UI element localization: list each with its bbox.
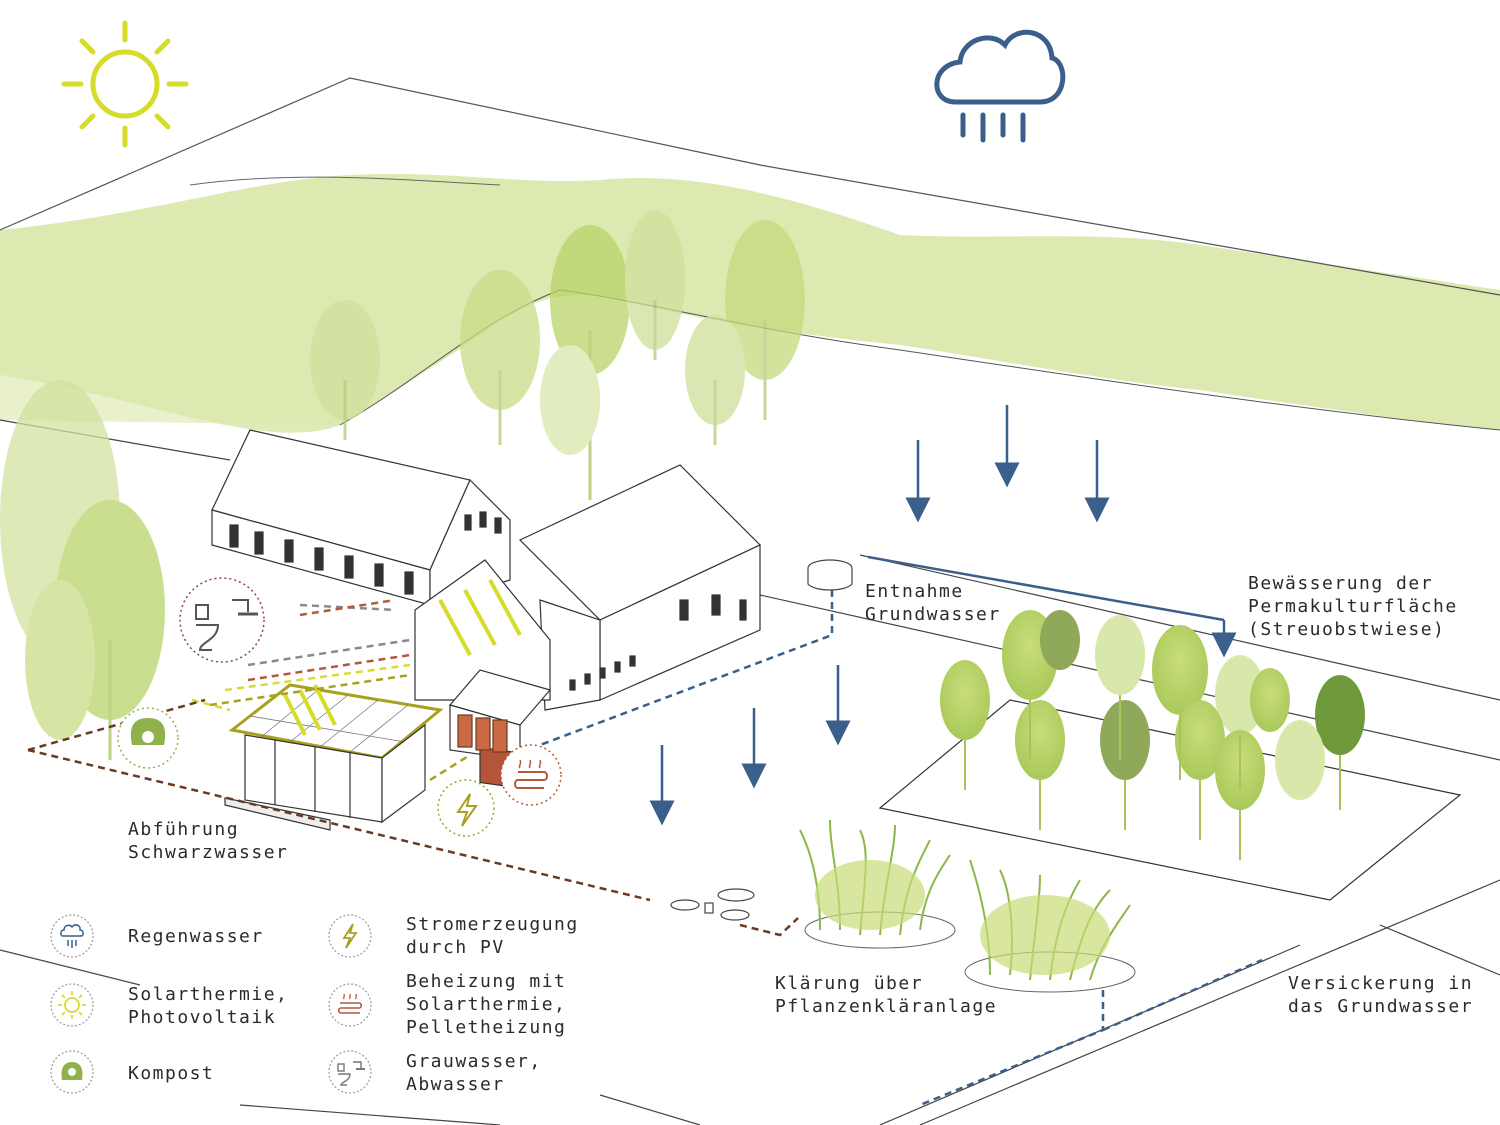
lightning-icon xyxy=(437,779,495,837)
legend-text: Grauwasser, Abwasser xyxy=(406,1051,542,1095)
compost-bag-icon xyxy=(50,1050,94,1094)
legend-text: Regenwasser xyxy=(128,926,264,947)
label-bewaesserung: Bewässerung der Permakulturfläche (Streu… xyxy=(1248,573,1458,640)
legend-text: Stromerzeugung durch PV xyxy=(406,914,579,958)
farm-buildings xyxy=(211,429,762,831)
sun-icon xyxy=(61,20,189,148)
reed-beds xyxy=(799,819,1136,993)
label-versickerung: Versickerung in das Grundwasser xyxy=(1288,973,1474,1017)
rain-cloud-icon xyxy=(50,914,94,958)
background-trees xyxy=(0,210,805,760)
compost-bag-icon xyxy=(117,707,179,769)
label-entnahme: Entnahme Grundwasser xyxy=(865,581,1001,625)
flow-lines xyxy=(27,590,1263,1107)
legend-text: Beheizung mit Solarthermie, Pelletheizun… xyxy=(406,971,567,1038)
solar-arrows xyxy=(283,579,522,736)
legend-text: Kompost xyxy=(128,1063,215,1084)
rain-arrows xyxy=(649,405,1237,826)
legend-text: Solarthermie, Photovoltaik xyxy=(128,984,289,1028)
heating-coil-icon xyxy=(500,744,562,806)
toilet-shower-icon xyxy=(179,577,265,663)
rain-cloud-icon xyxy=(934,29,1066,143)
lightning-icon xyxy=(328,914,372,958)
label-klaerung: Klärung über Pflanzenkläranlage xyxy=(775,973,998,1017)
toilet-shower-icon xyxy=(328,1050,372,1094)
orchard xyxy=(878,610,1462,901)
label-abfuehrung: Abführung Schwarzwasser xyxy=(128,819,289,863)
water-tanks xyxy=(670,559,853,921)
heating-coil-icon xyxy=(328,983,372,1027)
sun-icon xyxy=(50,983,94,1027)
